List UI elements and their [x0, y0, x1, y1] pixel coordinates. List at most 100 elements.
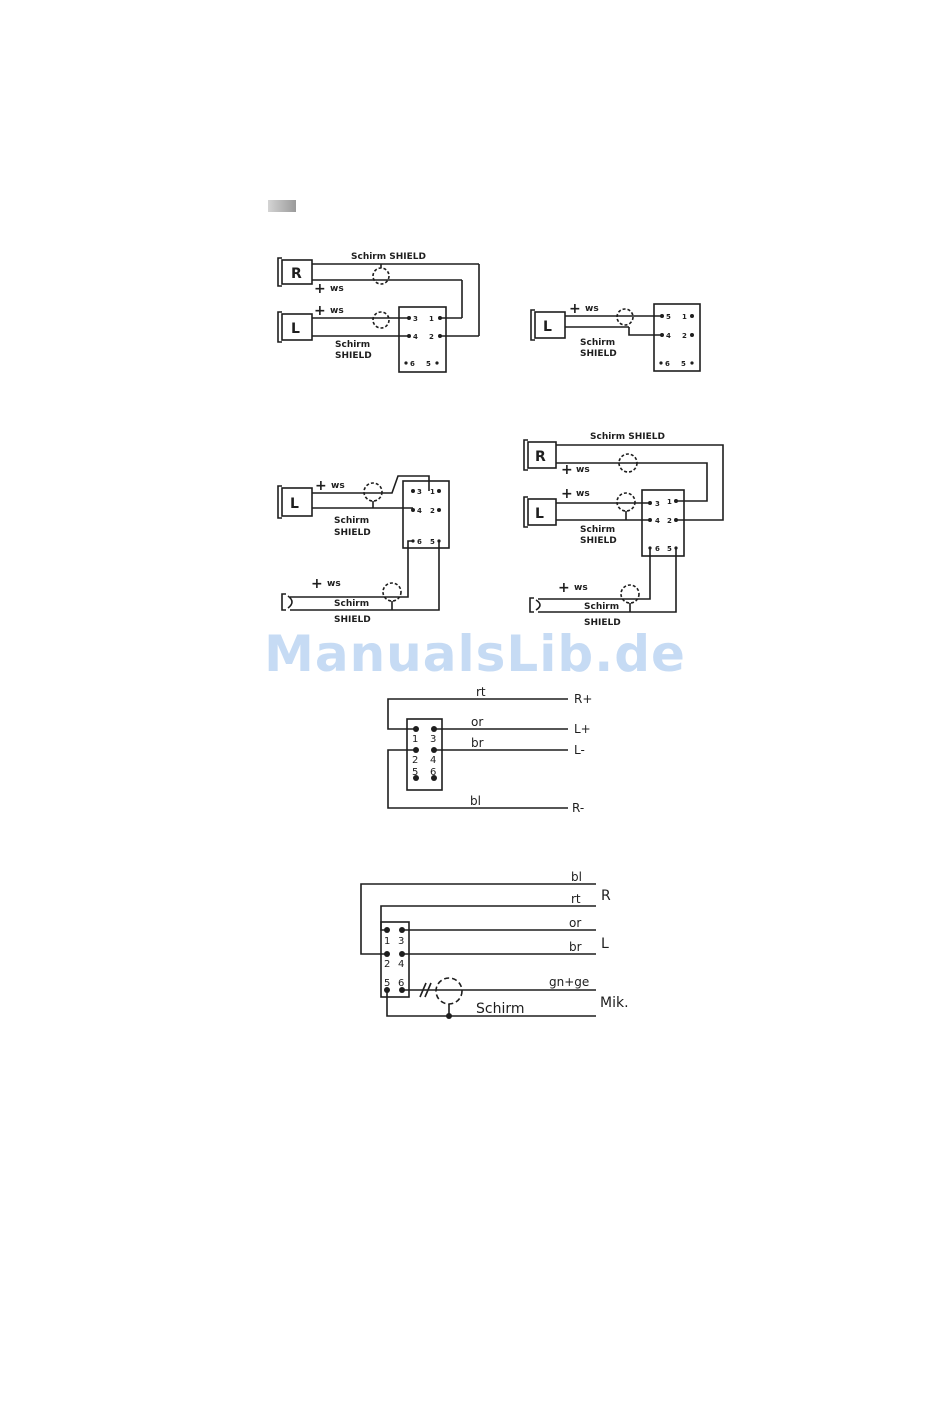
d4-r-bracket — [523, 439, 528, 471]
d4-l-box — [527, 498, 557, 526]
d1-shield2-label: SHIELD — [335, 351, 372, 361]
d5-or-label: or — [471, 715, 483, 729]
d6-rt-label: rt — [571, 892, 581, 906]
d3-mic-schirm: Schirm — [334, 599, 369, 609]
d4-l-shield-circle — [616, 492, 636, 512]
d5-rplus-label: R+ — [574, 692, 592, 706]
d2-pin-label-2: 2 — [682, 332, 687, 340]
d1-pin-label-3: 3 — [413, 315, 418, 323]
d4-r-ws: ws — [576, 465, 590, 475]
d3-pin-label-2: 2 — [430, 507, 435, 515]
d1-r-box — [281, 259, 313, 285]
d1-pin-label-1: 1 — [429, 315, 434, 323]
d1-pin4-dot — [407, 334, 411, 338]
d6-br-label: br — [569, 940, 582, 954]
d2-connector — [653, 303, 701, 372]
d6-bl-wire — [360, 883, 596, 955]
d5-pin-label-3: 3 — [430, 734, 436, 745]
d4-pin-label-6: 6 — [655, 545, 660, 553]
diagram-2-mono-headphone: L + ws Schirm SHIELD 5 1 4 2 6 5 — [530, 301, 701, 372]
d5-rminus-label: R- — [572, 801, 584, 815]
d2-pin-label-4: 4 — [666, 332, 671, 340]
d5-pin4-dot — [431, 747, 437, 753]
d1-connector — [398, 306, 447, 373]
d5-pin-label-6: 6 — [430, 767, 436, 778]
d5-pin2-dot — [413, 747, 419, 753]
d6-pin5-wire — [386, 990, 596, 1017]
d5-pin-label-2: 2 — [412, 755, 418, 766]
d1-pin-label-4: 4 — [413, 333, 418, 341]
d6-or-label: or — [569, 916, 581, 930]
d6-mik-label: Mik. — [600, 995, 629, 1011]
d2-shield: SHIELD — [580, 349, 617, 359]
d3-pin-label-5: 5 — [430, 538, 435, 546]
d1-r-shield-circle — [372, 267, 390, 285]
d4-r-plus: + — [561, 462, 573, 478]
d1-pin-label-6: 6 — [410, 360, 415, 368]
d1-r-ws: ws — [330, 284, 344, 294]
d2-bottom-wire-jog — [628, 327, 662, 336]
d6-shield-circle — [435, 977, 463, 1005]
d3-pin4-dot — [411, 508, 415, 512]
diagram-4-stereo-headset: R L Schirm SHIELD + ws + ws Schirm SHIEL… — [523, 432, 724, 628]
d2-pin4-dot — [660, 333, 664, 337]
d4-mic-ws: ws — [574, 583, 588, 593]
d1-shield-label: Schirm SHIELD — [351, 252, 426, 262]
diagram-6-headset-pinout: 1 3 2 4 5 6 bl rt or br gn+ge Schirm R L… — [360, 870, 629, 1019]
d2-shield-circle — [616, 308, 634, 326]
d3-mic-top-wire — [290, 540, 413, 598]
d3-pin-label-4: 4 — [417, 507, 422, 515]
d3-l-label: L — [290, 496, 299, 512]
d3-connector — [402, 480, 450, 549]
d4-l-bracket — [523, 496, 528, 528]
d5-connector — [406, 718, 443, 791]
d6-pin-label-3: 3 — [398, 936, 404, 947]
d1-pin-label-2: 2 — [429, 333, 434, 341]
diagram-5-headphone-pinout: 1 3 2 4 5 6 rt or br bl R+ L+ L- R- — [387, 685, 592, 815]
d6-pin-label-4: 4 — [398, 959, 404, 970]
d6-pin3-dot — [399, 927, 405, 933]
d6-pin5-dot — [384, 987, 390, 993]
d3-shield: SHIELD — [334, 528, 371, 538]
d4-l-label: L — [535, 506, 544, 522]
d4-connector — [641, 489, 685, 557]
d5-bl-wire — [387, 749, 568, 809]
d2-schirm: Schirm — [580, 338, 615, 348]
d4-mic-shield: SHIELD — [584, 618, 621, 628]
d6-rt-wire — [380, 905, 596, 931]
d3-pin3-dot — [411, 489, 415, 493]
d3-l-box — [281, 487, 313, 517]
d2-pin-label-1: 1 — [682, 313, 687, 321]
d4-mic-top-wire — [538, 548, 651, 600]
d4-mic-shield-circle — [620, 584, 640, 604]
d6-pin-label-2: 2 — [384, 959, 390, 970]
d3-schirm: Schirm — [334, 516, 369, 526]
d4-mic-plus: + — [558, 580, 570, 596]
section-marker — [268, 200, 296, 212]
d4-l-plus: + — [561, 486, 573, 502]
d3-mic-ws: ws — [327, 579, 341, 589]
d4-schirm: Schirm — [580, 525, 615, 535]
d4-shield-top: Schirm SHIELD — [590, 432, 665, 442]
d3-l-bracket — [277, 485, 282, 519]
d5-lminus-label: L- — [574, 743, 585, 757]
d1-schirm-label: Schirm — [335, 340, 370, 350]
d6-pin1-dot — [384, 927, 390, 933]
d1-pin1-dot — [438, 316, 442, 320]
d3-pin1-dot — [437, 489, 441, 493]
d4-pin4-dot — [648, 518, 652, 522]
d3-mic-symbol — [281, 593, 293, 611]
d5-pin3-dot — [431, 726, 437, 732]
d3-plus: + — [315, 478, 327, 494]
d6-pin2-dot — [384, 951, 390, 957]
d5-lplus-label: L+ — [574, 722, 591, 736]
d6-pin-label-6: 6 — [398, 978, 404, 989]
diagram-1-stereo-headphone: R L Schirm SHIELD + ws + ws Schirm SHIEL… — [277, 252, 480, 373]
d3-pin-label-6: 6 — [417, 538, 422, 546]
d6-l-label: L — [601, 936, 609, 952]
d4-shield: SHIELD — [580, 536, 617, 546]
d4-r-shield-circle — [618, 453, 638, 473]
d1-r-plus: + — [314, 281, 326, 297]
